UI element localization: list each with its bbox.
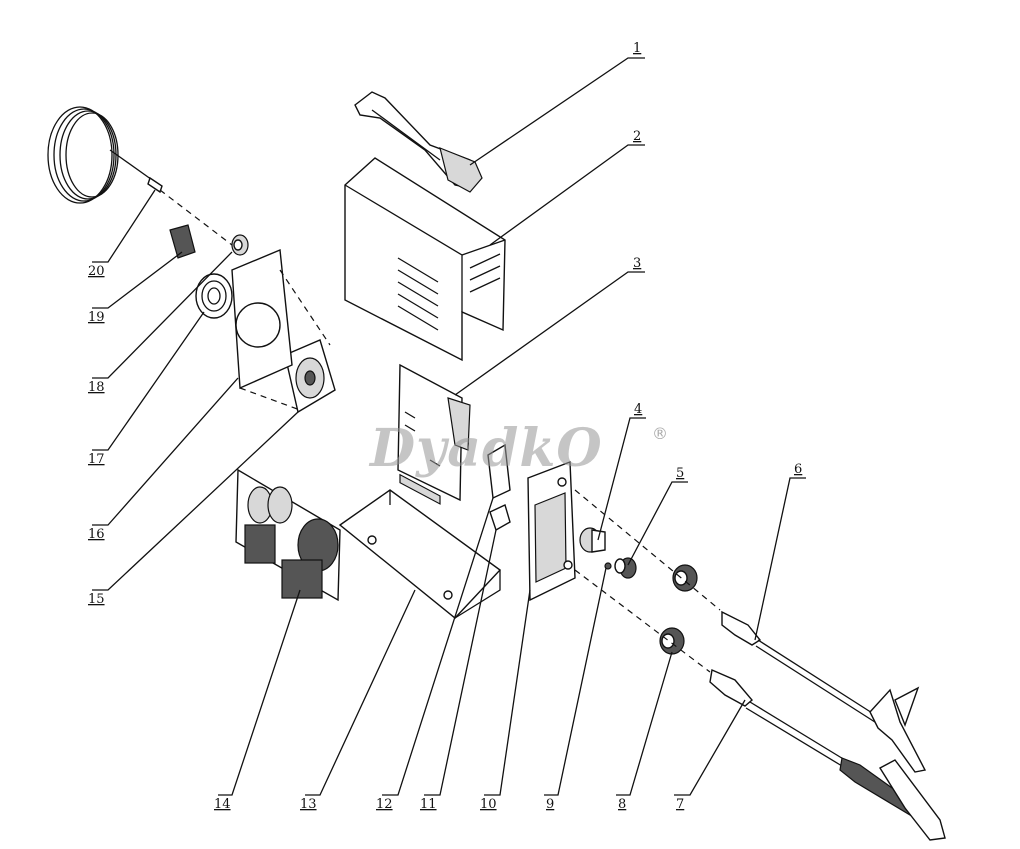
part-earth-clamp — [721, 610, 927, 773]
part-output-socket — [579, 527, 606, 553]
callout-15: 15 — [88, 592, 105, 607]
callout-4: 4 — [634, 402, 642, 417]
part-socket-ring-upper — [672, 564, 698, 592]
part-cable-gland — [231, 234, 249, 256]
part-base-tray — [338, 489, 502, 619]
registered-mark: ® — [652, 424, 668, 443]
callout-5: 5 — [676, 466, 684, 481]
callout-3: 3 — [633, 256, 641, 271]
callout-11: 11 — [420, 797, 437, 812]
callout-numbers: 1 2 3 4 5 6 7 8 9 10 11 12 13 14 15 16 1… — [88, 41, 802, 812]
callout-18: 18 — [88, 380, 105, 395]
callout-8: 8 — [618, 797, 626, 812]
part-fan-guard — [195, 273, 233, 319]
callout-9: 9 — [546, 797, 554, 812]
part-cover — [344, 157, 506, 505]
part-front-panel — [527, 461, 576, 602]
part-screw — [604, 562, 612, 570]
part-power-switch — [169, 224, 196, 259]
part-bracket-small — [489, 504, 511, 532]
part-handle — [354, 91, 483, 193]
part-control-board — [397, 363, 471, 502]
callout-13: 13 — [300, 797, 317, 812]
callout-19: 19 — [88, 310, 105, 325]
part-fan — [284, 339, 336, 414]
part-electrode-holder — [709, 669, 946, 841]
leader-lines — [92, 57, 806, 796]
callout-10: 10 — [480, 797, 497, 812]
callout-2: 2 — [633, 129, 641, 144]
callout-20: 20 — [88, 264, 105, 279]
part-rear-panel — [231, 248, 293, 390]
part-bracket-tall — [487, 443, 511, 500]
callout-6: 6 — [794, 462, 802, 477]
callout-17: 17 — [88, 452, 105, 467]
callout-12: 12 — [376, 797, 393, 812]
callout-16: 16 — [88, 527, 105, 542]
assembly-dashed-lines — [159, 189, 721, 673]
part-socket-ring — [659, 627, 685, 655]
part-power-board — [235, 468, 341, 602]
brand-watermark: DyadkO — [370, 418, 603, 479]
callout-7: 7 — [676, 797, 684, 812]
callout-14: 14 — [214, 797, 231, 812]
part-knob — [614, 557, 637, 579]
callout-1: 1 — [633, 41, 641, 56]
part-power-cord — [47, 106, 163, 204]
